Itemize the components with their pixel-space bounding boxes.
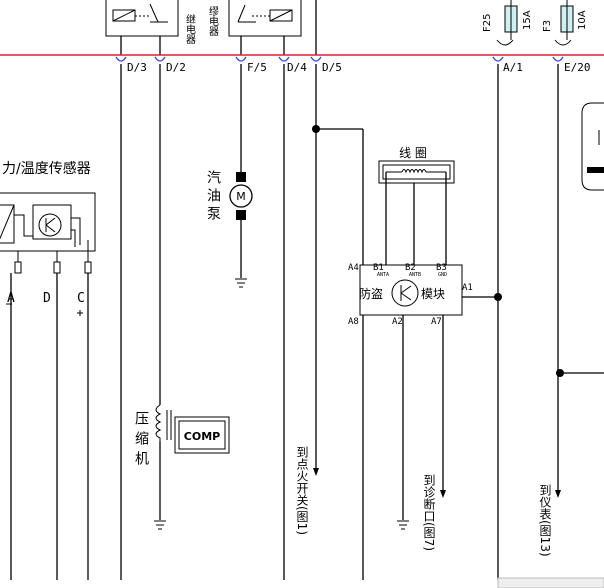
instrument-cluster-partial [581, 102, 604, 191]
connector-markers [115, 56, 564, 62]
arrow-down-icon [313, 468, 319, 476]
immobilizer-sub-antnb: ANTB [409, 272, 421, 278]
connector-f5: F/5 [247, 61, 267, 74]
connector-d2: D/2 [166, 61, 186, 74]
fuse-f25-name: F25 [482, 14, 493, 32]
antenna-coil [378, 160, 455, 265]
fuse-f25 [496, 0, 518, 46]
arrow-down-icon [440, 490, 446, 498]
fuse-f3-rating: 10A [577, 10, 588, 30]
ground-symbol [154, 520, 166, 530]
ground-symbol [397, 520, 409, 530]
relay-1-label: 继电器 [184, 13, 196, 45]
compressor-clutch-coil [155, 404, 230, 454]
relay-2 [228, 0, 302, 37]
fuse-f25-rating: 15A [522, 10, 533, 30]
destination-instrument-cluster: 到仪表(图13) [538, 484, 552, 557]
bottom-panel [497, 577, 604, 588]
compressor-label: 压缩机 [133, 411, 149, 471]
destination-ignition-switch: 到点火开关(图1) [295, 446, 309, 535]
immobilizer-label-left: 防盗 [359, 286, 383, 301]
immobilizer-pin-b3: B3 [436, 263, 447, 273]
immobilizer-pin-b1: B1 [373, 263, 384, 273]
connector-d4: D/4 [287, 61, 307, 74]
immobilizer-sub-antna: ANTA [377, 272, 389, 278]
fuel-pump-motor: M [229, 172, 253, 220]
fuse-f3 [554, 0, 574, 46]
immobilizer-sub-gnd: GND [438, 272, 447, 278]
relay-2-label: 缪电器 [207, 5, 219, 37]
connector-e20: E/20 [564, 61, 591, 74]
ground-symbol [235, 278, 247, 288]
connector-d5: D/5 [322, 61, 342, 74]
immobilizer-module [359, 264, 463, 316]
compressor-comp-label: COMP [184, 430, 220, 443]
sensor-title: 力/温度传感器 [2, 160, 91, 177]
arrow-down-icon [555, 490, 561, 498]
sensor-pin-c: C [77, 291, 85, 306]
destination-diagnostic-port: 到诊断口(图7) [422, 474, 436, 551]
connector-d3: D/3 [127, 61, 147, 74]
fuse-f3-name: F3 [542, 20, 553, 32]
sensor-pin-d: D [43, 291, 51, 306]
immobilizer-pin-a4: A4 [348, 263, 359, 273]
connector-a1: A/1 [503, 61, 523, 74]
immobilizer-pin-a7: A7 [431, 317, 442, 327]
svg-text:M: M [236, 190, 246, 203]
pressure-temperature-sensor [0, 192, 96, 274]
immobilizer-pin-b2: B2 [405, 263, 416, 273]
relay-1 [105, 0, 179, 37]
immobilizer-label-right: 模块 [421, 287, 445, 301]
immobilizer-pin-a8: A8 [348, 317, 359, 327]
fuel-pump-label: 汽油泵 [205, 170, 221, 224]
immobilizer-pin-a1: A1 [462, 283, 473, 293]
coil-label: 线 圈 [399, 146, 427, 160]
bottom-divider [0, 580, 604, 588]
immobilizer-pin-a2: A2 [392, 317, 403, 327]
